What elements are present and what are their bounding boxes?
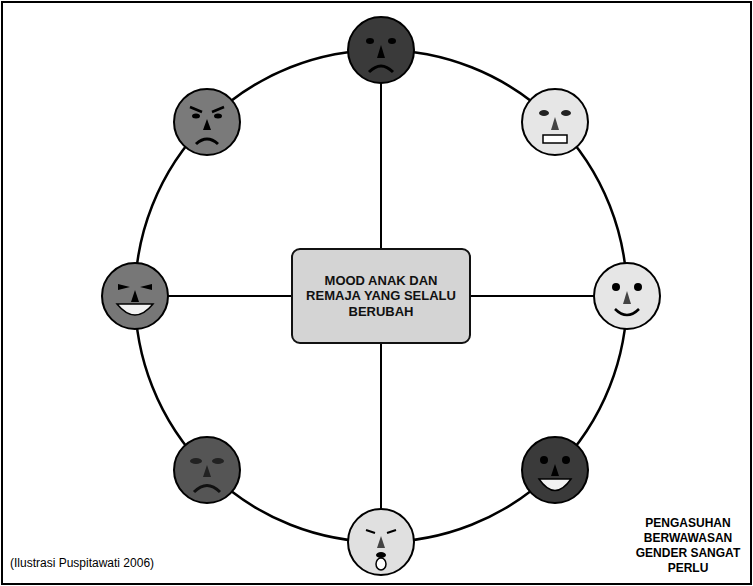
crying-face <box>174 437 240 503</box>
mood-circle <box>135 50 627 542</box>
grin-face <box>102 263 168 329</box>
caption: (Ilustrasi Puspitawati 2006) <box>10 556 154 570</box>
center-text: MOOD ANAK DAN REMAJA YANG SELALU BERUBAH <box>306 273 456 320</box>
smile-face <box>594 263 660 329</box>
tense-face <box>522 89 588 155</box>
center-box: MOOD ANAK DAN REMAJA YANG SELALU BERUBAH <box>291 248 471 344</box>
laughing-face <box>522 437 588 503</box>
angry-face <box>174 89 240 155</box>
note-label: PENGASUHAN BERWAWASAN GENDER SANGAT PERL… <box>628 516 748 576</box>
sad-face <box>348 17 414 83</box>
tongue-face <box>348 509 414 575</box>
